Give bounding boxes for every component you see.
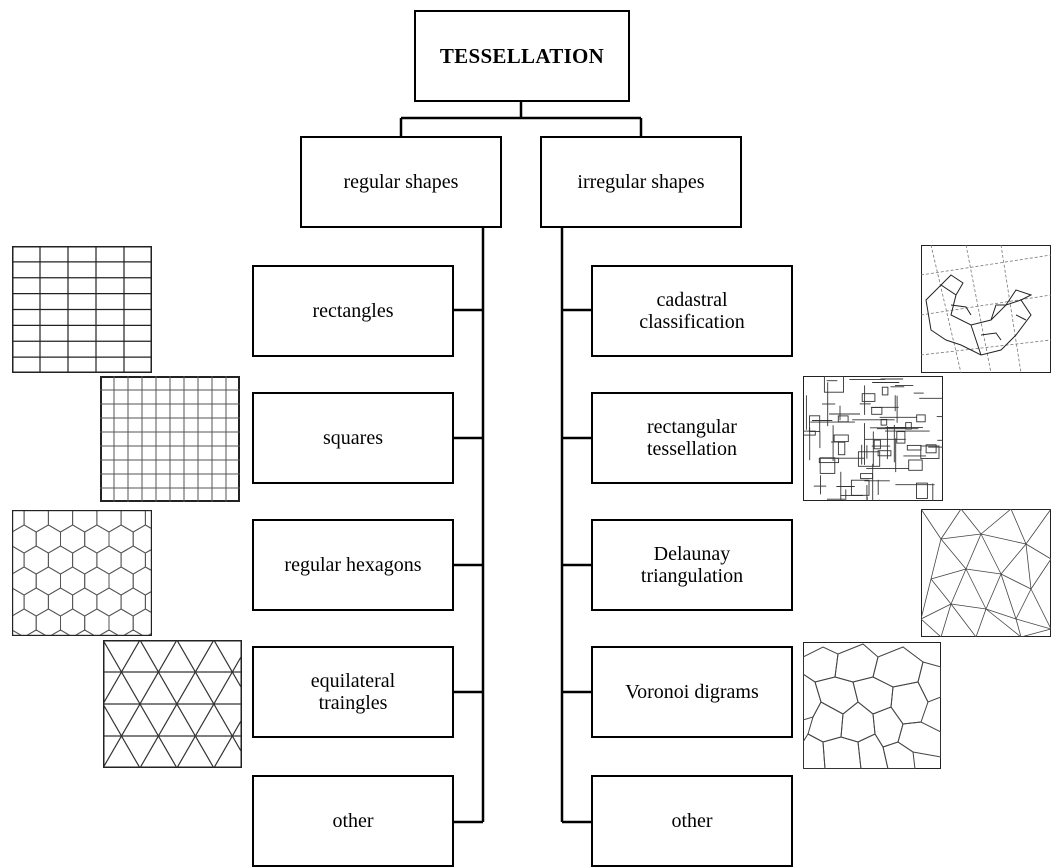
root-node: TESSELLATION — [414, 10, 630, 102]
voronoi-cells-image — [803, 642, 941, 769]
irregular-shapes-node: irregular shapes — [540, 136, 742, 228]
hexagon-grid-image — [12, 510, 152, 636]
rectangular-tessellation-node: rectangular tessellation — [591, 392, 793, 484]
rectangles-grid-image — [12, 246, 152, 373]
regular-shapes-node: regular shapes — [300, 136, 502, 228]
delaunay-triangulation-node: Delaunay triangulation — [591, 519, 793, 611]
equilateral-triangles-node: equilateral traingles — [252, 646, 454, 738]
delaunay-mesh-image — [921, 509, 1051, 637]
squares-node: squares — [252, 392, 454, 484]
cadastral-classification-node: cadastral classification — [591, 265, 793, 357]
squares-grid-image — [100, 376, 240, 502]
voronoi-diagrams-node: Voronoi digrams — [591, 646, 793, 738]
rectangular-tessellation-image — [803, 376, 943, 501]
regular-other-node: other — [252, 775, 454, 867]
rectangles-node: rectangles — [252, 265, 454, 357]
irregular-other-node: other — [591, 775, 793, 867]
triangle-grid-image — [103, 640, 242, 768]
regular-hexagons-node: regular hexagons — [252, 519, 454, 611]
cadastral-map-image — [921, 245, 1051, 373]
